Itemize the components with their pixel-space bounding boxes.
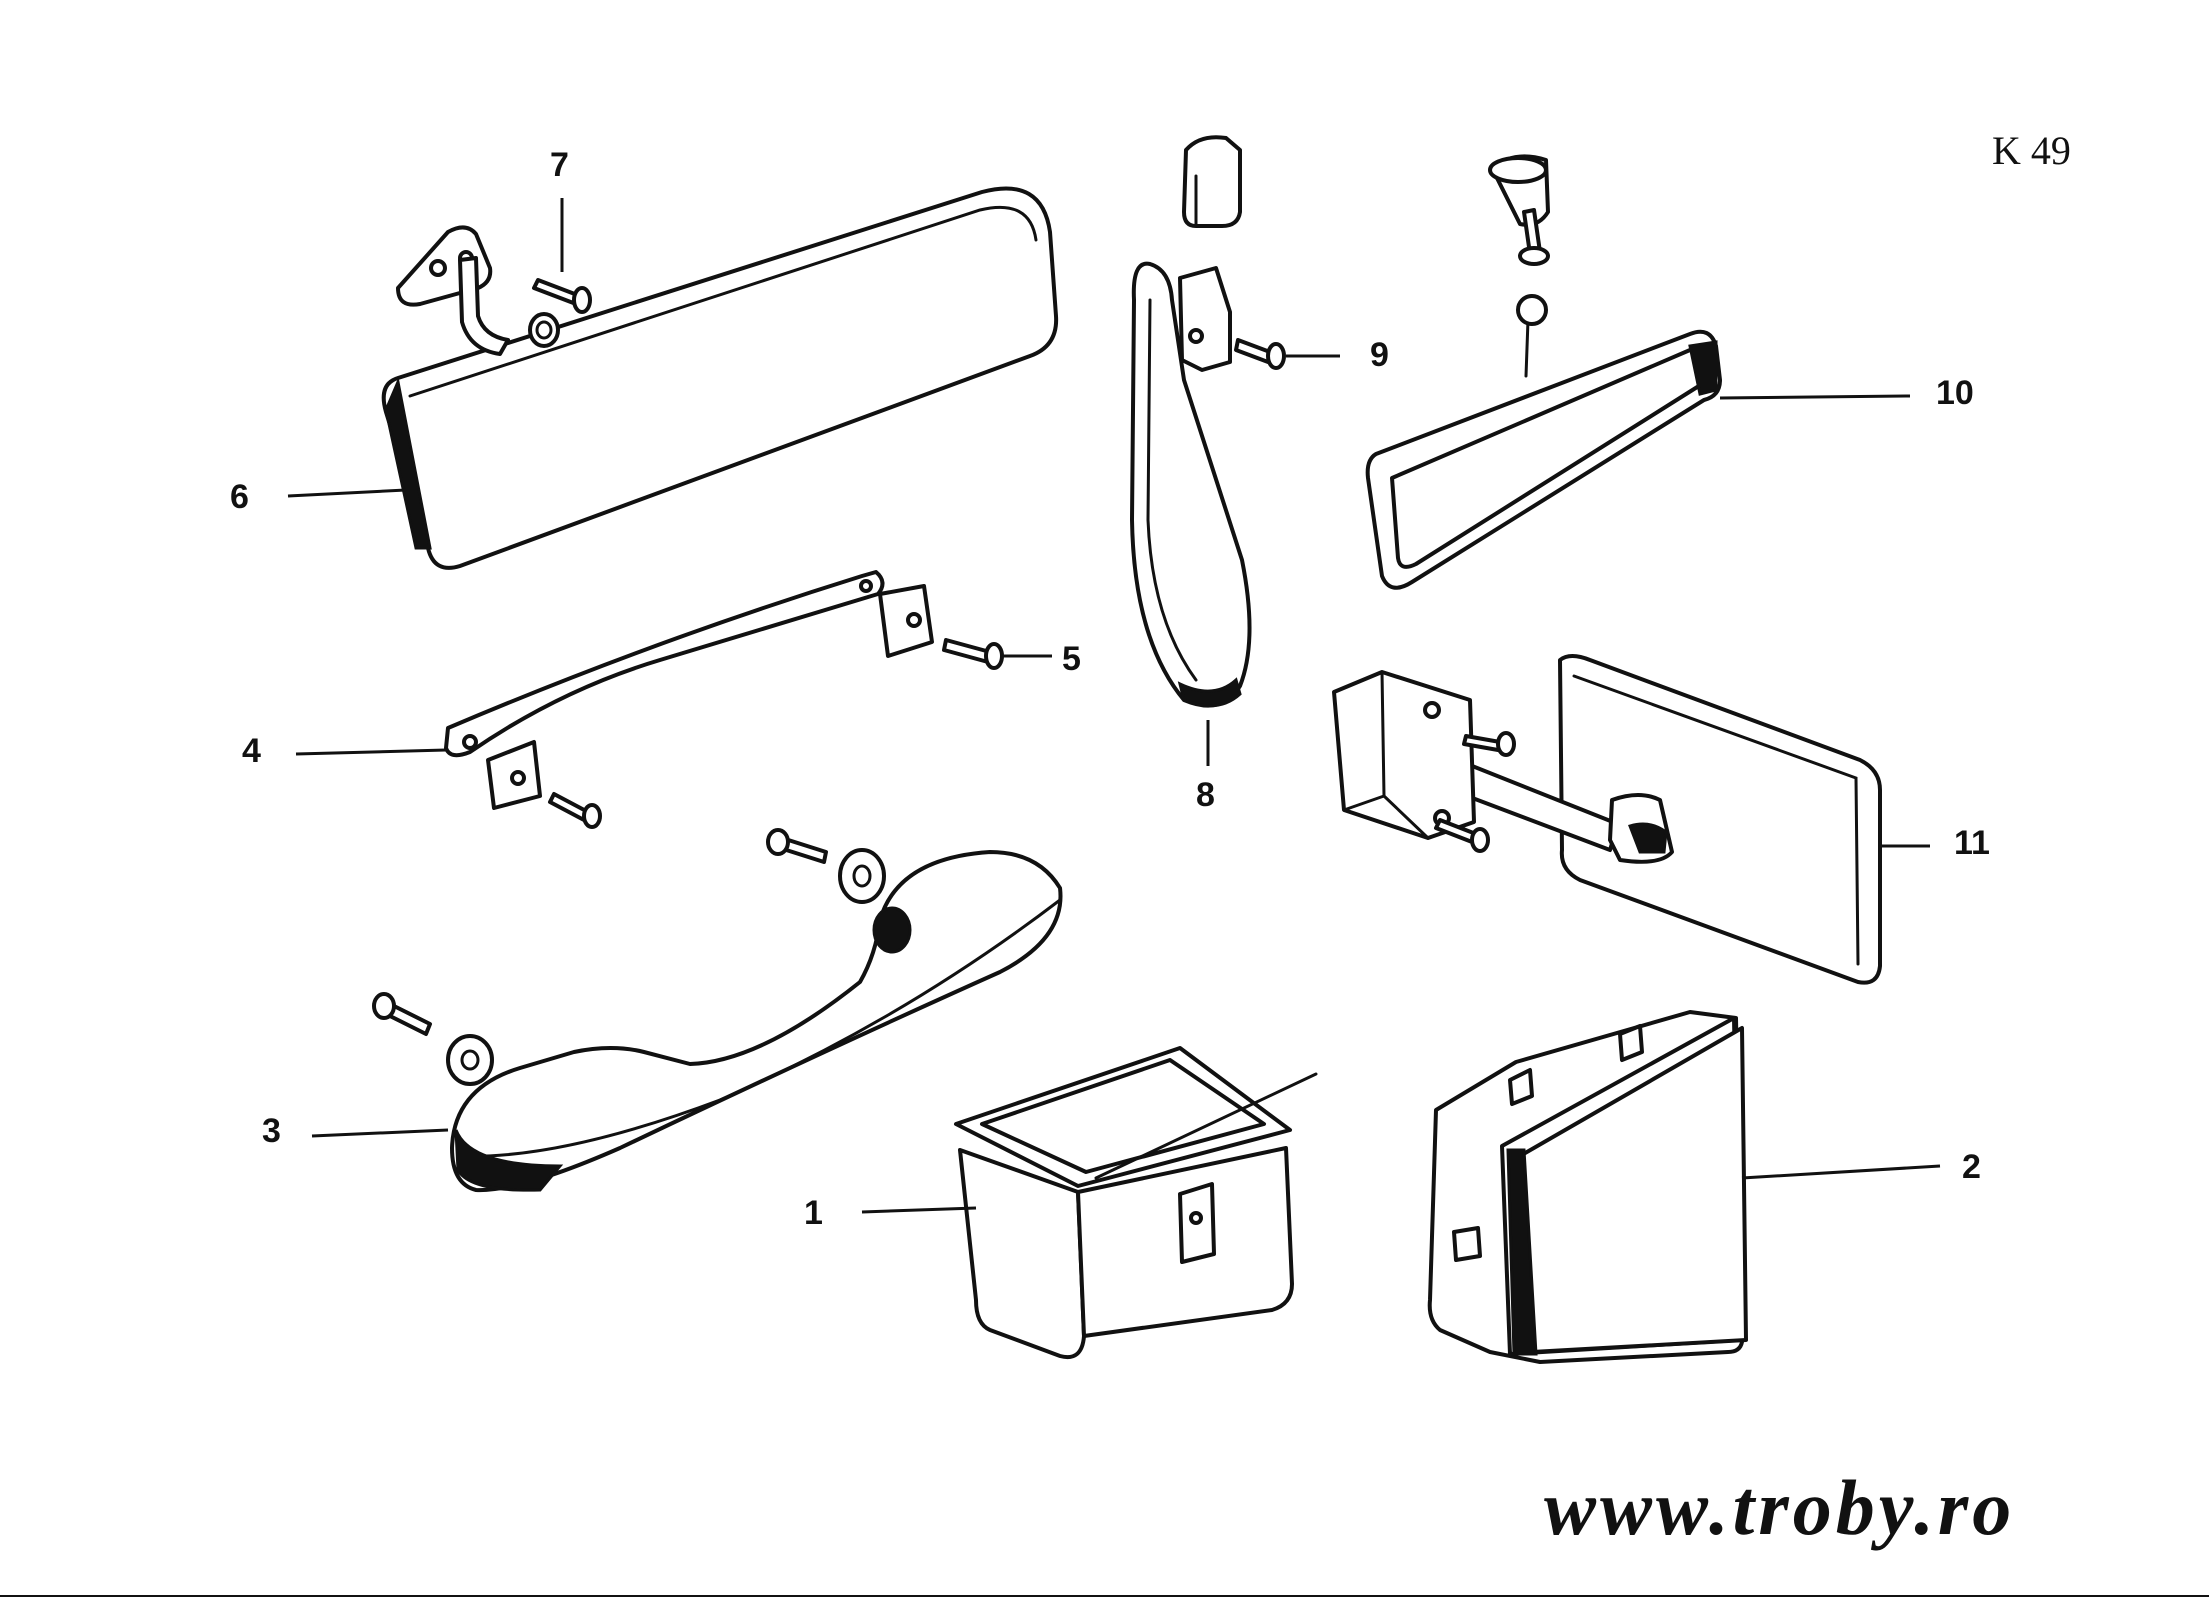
callout-numbers: 1 2 3 4 5 6 7 8 9 10 11 [230, 146, 1990, 1232]
callout-4: 4 [242, 732, 261, 770]
callout-3: 3 [262, 1112, 281, 1150]
part-4-strap-bar [444, 570, 1004, 829]
part-8-loop-strap [1130, 135, 1286, 708]
callout-9: 9 [1370, 336, 1389, 374]
callout-7: 7 [550, 146, 569, 184]
callout-1: 1 [804, 1194, 823, 1232]
part-10-interior-mirror [1365, 154, 1722, 590]
part-1-ashtray [954, 1046, 1318, 1359]
part-3-grab-handle [372, 828, 1063, 1193]
sheet-code: K 49 [1992, 128, 2071, 173]
part-11-exterior-mirror [1332, 654, 1882, 985]
website-label: www.troby.ro [1544, 1464, 2015, 1551]
callout-11: 11 [1954, 824, 1990, 862]
callout-5: 5 [1062, 640, 1081, 678]
callout-8: 8 [1196, 776, 1215, 814]
callout-10: 10 [1936, 374, 1974, 412]
part-2-box-insert [1427, 1010, 1748, 1364]
callout-6: 6 [230, 478, 249, 516]
leader-lines [287, 198, 1941, 1214]
part-6-sun-visor [381, 186, 1059, 570]
callout-2: 2 [1962, 1148, 1981, 1186]
